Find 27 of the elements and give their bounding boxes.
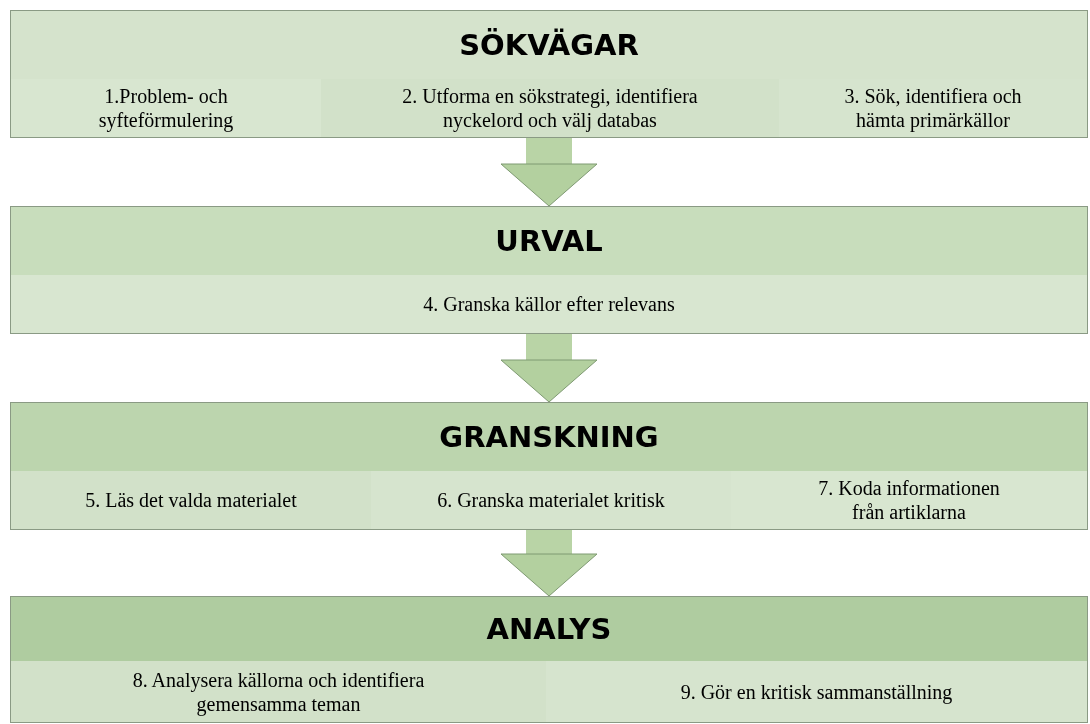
step-cell bbox=[11, 471, 371, 529]
step-cell bbox=[546, 661, 1087, 722]
stage-band bbox=[10, 10, 1088, 138]
step-cell bbox=[11, 79, 321, 137]
block-arrow bbox=[500, 138, 598, 207]
step-text: 8. Analysera källorna och identifiera gemensamma teman bbox=[131, 667, 426, 716]
step-cell bbox=[11, 275, 1087, 333]
step-text: 4. Granska källor efter relevans bbox=[423, 292, 675, 316]
stage-band bbox=[10, 206, 1088, 334]
step-text: 1.Problem- och syfteförmulering bbox=[97, 84, 235, 132]
step-text: 7. Koda informationen från artiklarna bbox=[817, 476, 1001, 524]
block-arrow bbox=[500, 530, 598, 597]
step-cell bbox=[731, 471, 1087, 529]
stage-heading: ANALYS bbox=[485, 611, 613, 648]
stage-band bbox=[10, 596, 1088, 723]
stage-band bbox=[10, 402, 1088, 530]
step-text: 9. Gör en kritisk sammanställning bbox=[680, 679, 953, 704]
step-cell bbox=[11, 661, 546, 722]
step-text: 6. Granska materialet kritisk bbox=[437, 488, 665, 512]
step-text: 5. Läs det valda materialet bbox=[85, 488, 297, 512]
stage-heading: URVAL bbox=[494, 223, 604, 260]
step-text: 2. Utforma en sökstrategi, identifiera nyckelord och välj databas bbox=[401, 84, 699, 132]
step-cell bbox=[371, 471, 731, 529]
block-arrow bbox=[500, 334, 598, 403]
stage-heading: GRANSKNING bbox=[438, 419, 660, 456]
stage-heading: SÖKVÄGAR bbox=[458, 27, 640, 64]
step-text: 3. Sök, identifiera och hämta primärkällor bbox=[843, 84, 1023, 132]
